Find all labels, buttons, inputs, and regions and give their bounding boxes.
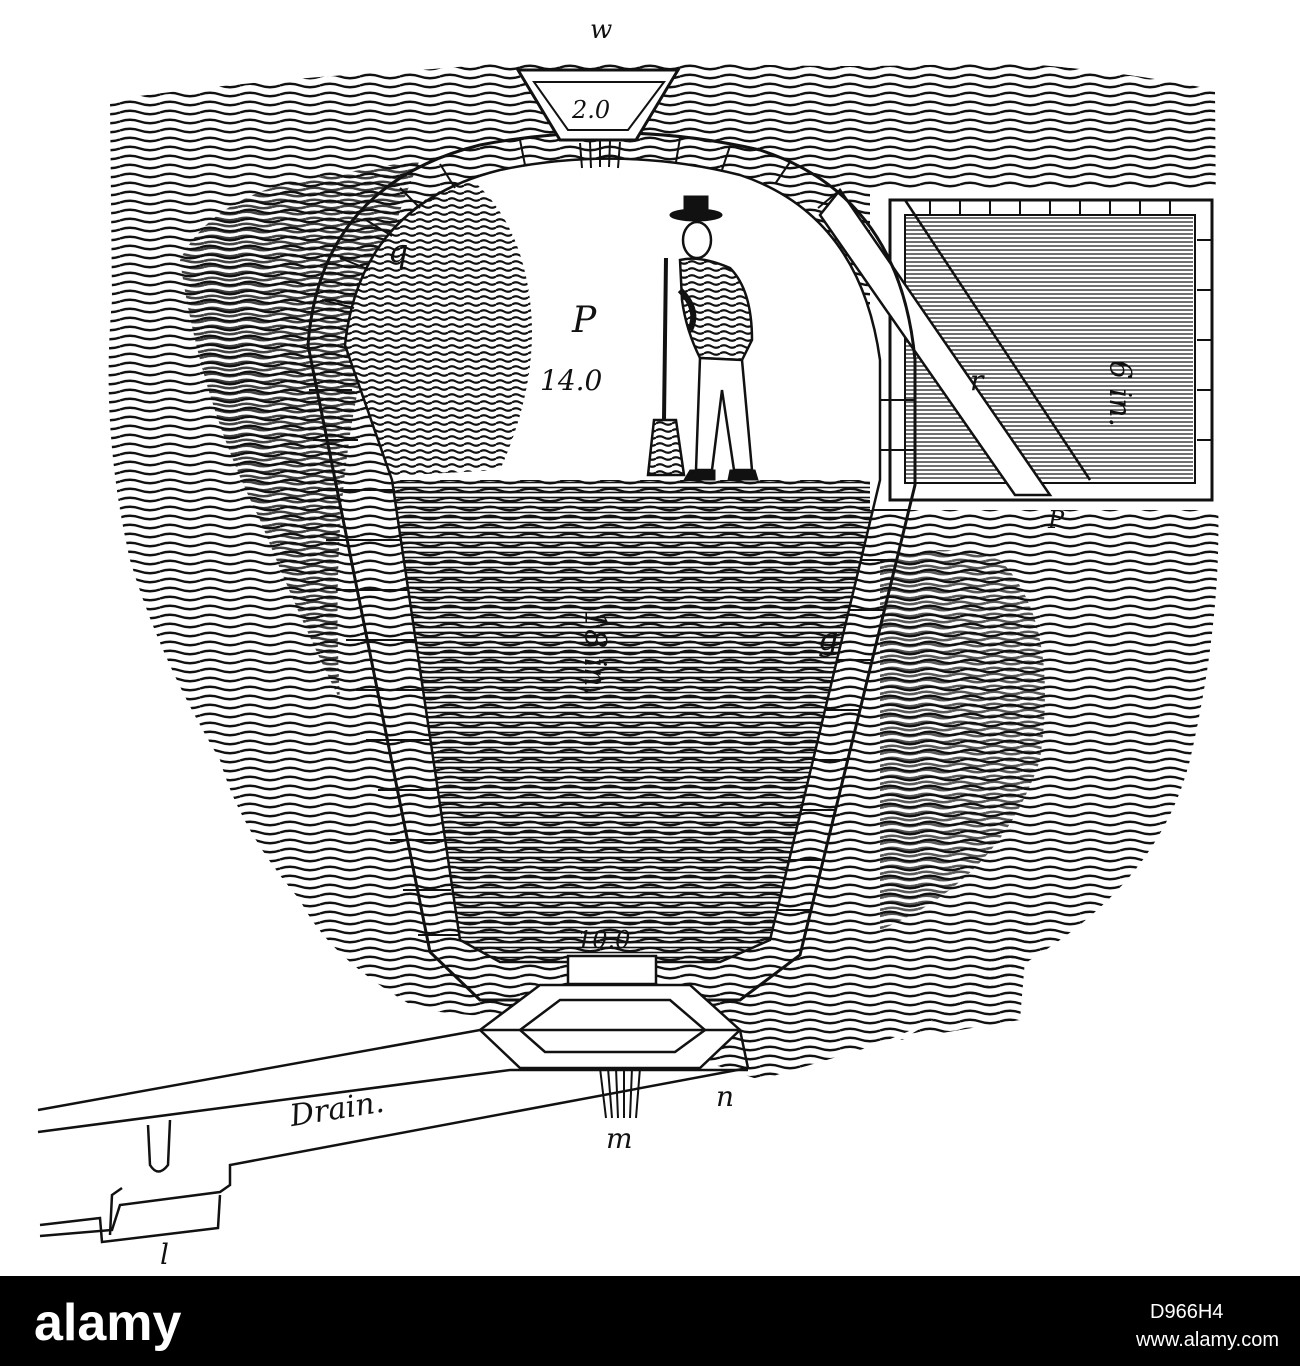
label-bottom-dim: 10.0 — [577, 926, 630, 954]
brick-lining — [306, 131, 917, 1002]
label-chamber-p: P — [571, 300, 597, 341]
watermark-brand: alamy — [34, 1294, 182, 1352]
drain-pipe — [37, 1028, 750, 1244]
label-r: r — [970, 364, 985, 397]
label-side-height: 6 in. — [1102, 360, 1137, 427]
label-m: m — [606, 1122, 633, 1155]
watermark-url: www.alamy.com — [1135, 1329, 1279, 1351]
label-hopper-dim: 2.0 — [571, 96, 610, 124]
label-g: g — [818, 620, 838, 658]
top-hopper — [515, 68, 681, 142]
label-chamber-width: 14.0 — [540, 364, 602, 397]
watermark-band: alamy D966H4 www.alamy.com — [0, 1276, 1300, 1366]
chamber-fill — [392, 480, 880, 962]
grating-m — [599, 1067, 641, 1119]
label-l: l — [160, 1238, 169, 1271]
label-q: q — [388, 232, 408, 270]
workman-figure — [646, 195, 759, 481]
label-w: w — [590, 15, 612, 45]
label-n: n — [716, 1080, 734, 1113]
bottom-sump — [478, 954, 742, 1070]
label-main-depth: 18 in. — [577, 610, 612, 696]
watermark-image-id: D966H4 — [1150, 1301, 1223, 1323]
label-side-p: P — [1047, 506, 1065, 534]
side-chamber — [818, 187, 1220, 510]
label-drain: Drain. — [287, 1085, 387, 1135]
